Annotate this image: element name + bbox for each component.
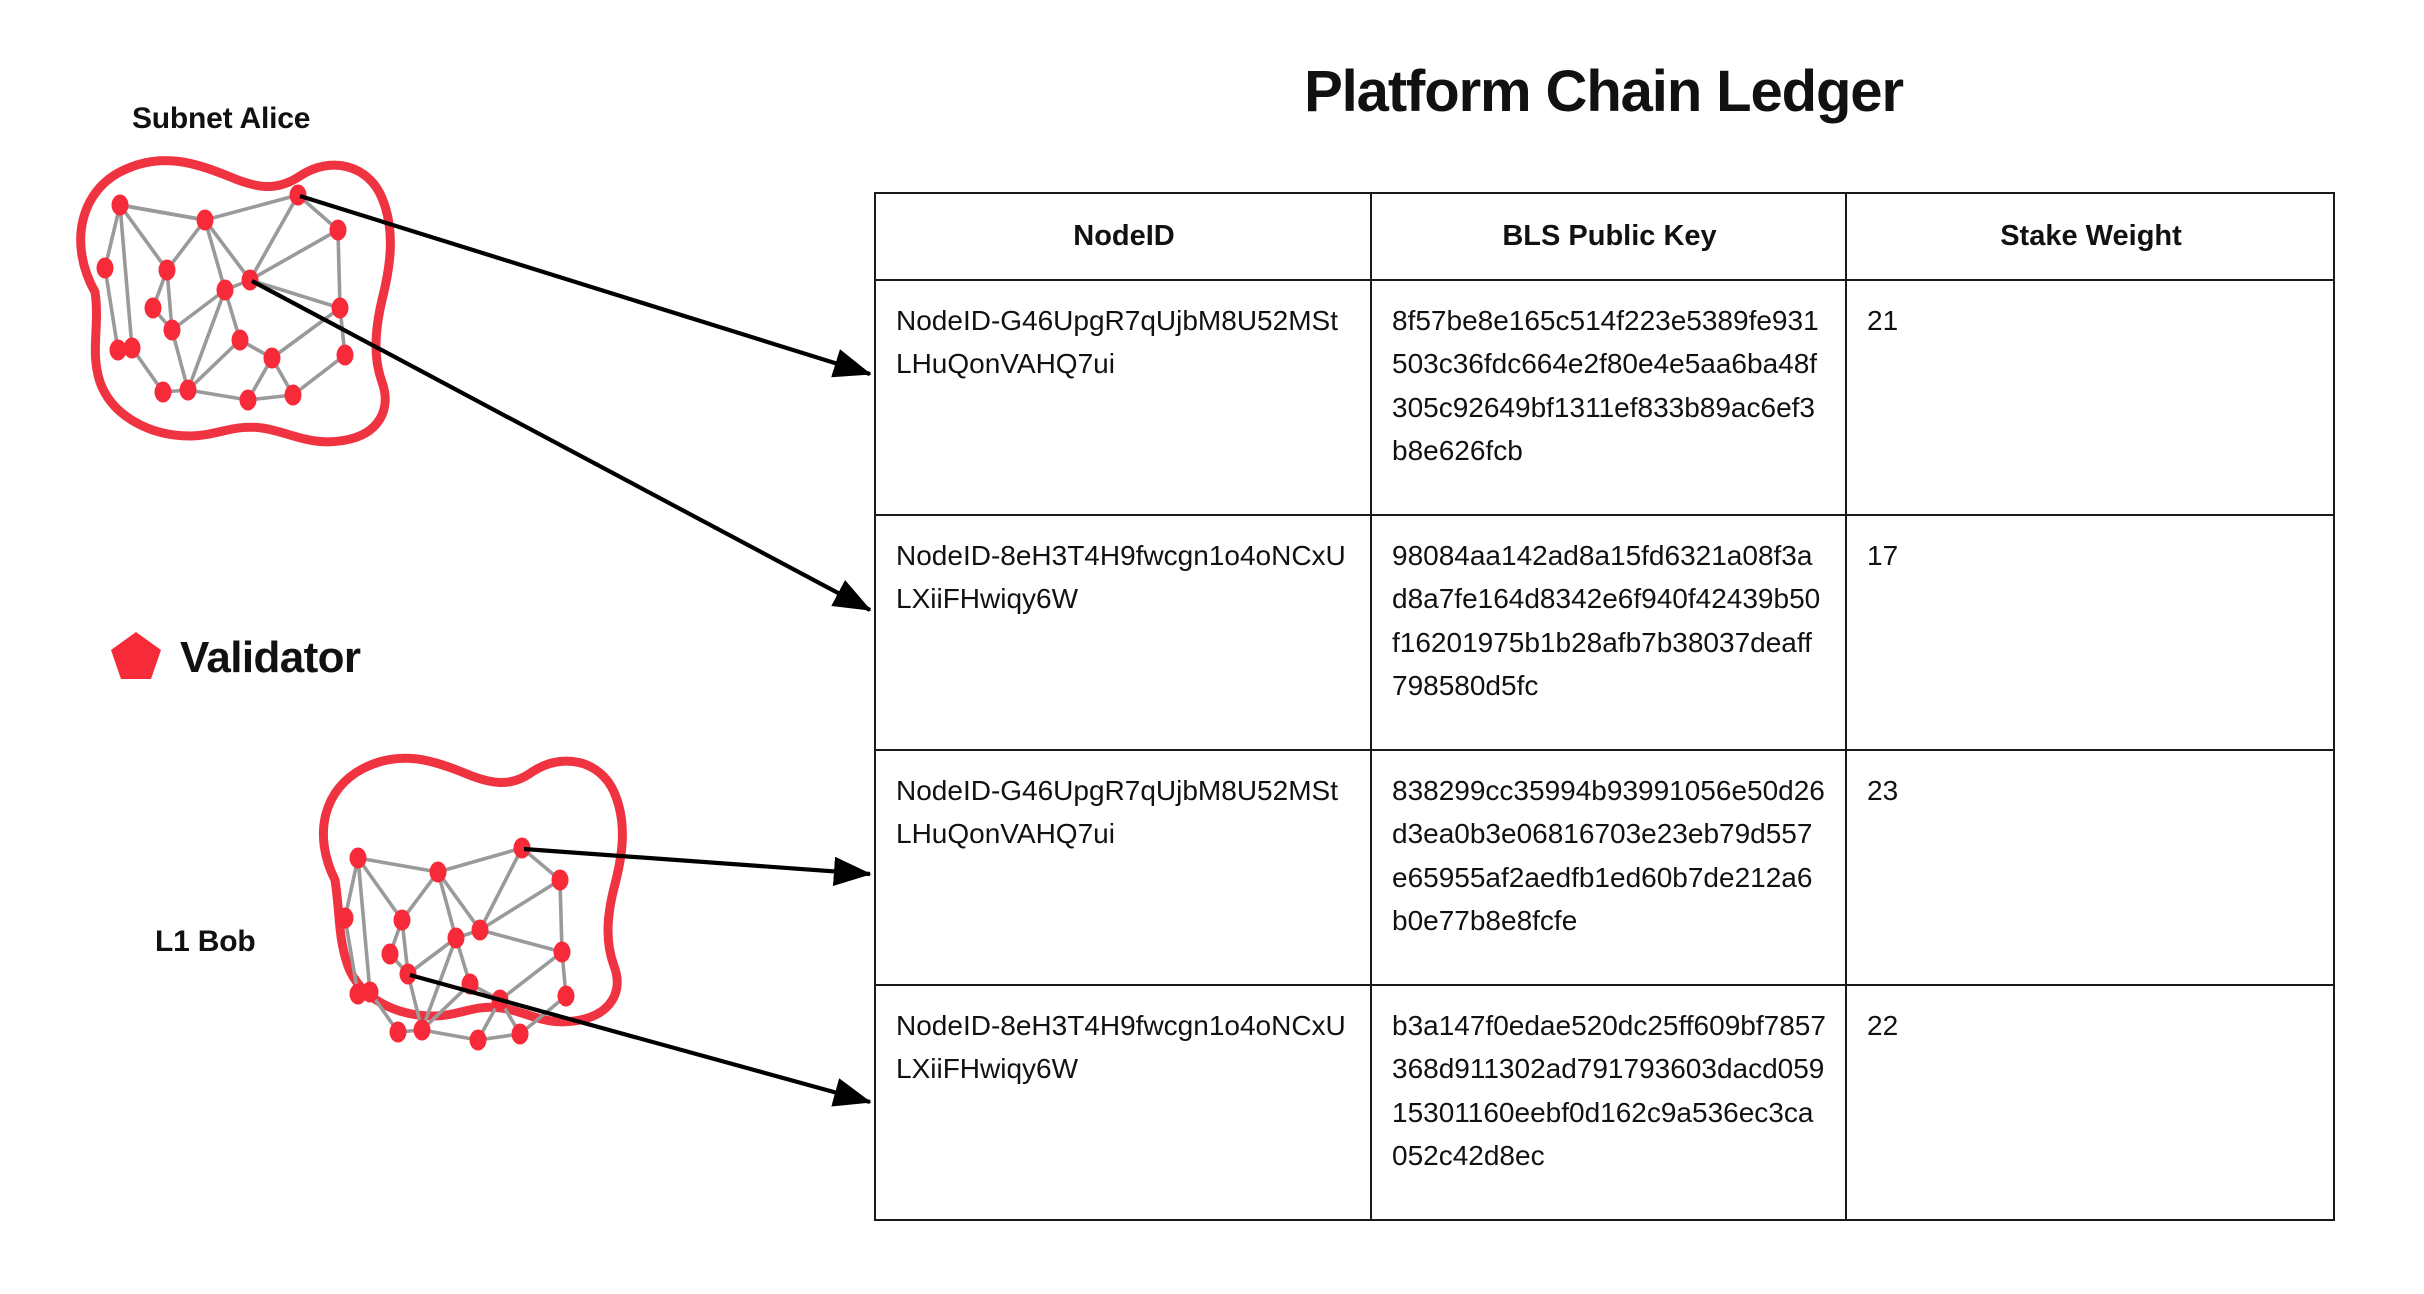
table-row: NodeID-8eH3T4H9fwcgn1o4oNCxULXiiFHwiqy6W… — [874, 983, 2335, 1221]
cell-stake-weight: 23 — [1845, 748, 2335, 986]
arrow-bob-row4 — [409, 972, 872, 1107]
arrow-alice-row2 — [251, 279, 872, 612]
cell-nodeid: NodeID-G46UpgR7qUjbM8U52MStLHuQonVAHQ7ui — [874, 278, 1372, 516]
table-row: NodeID-8eH3T4H9fwcgn1o4oNCxULXiiFHwiqy6W… — [874, 513, 2335, 751]
connector-arrows — [251, 193, 872, 1107]
platform-chain-ledger-table: NodeID BLS Public Key Stake Weight NodeI… — [874, 192, 2335, 1221]
cell-stake-weight: 22 — [1845, 983, 2335, 1221]
group-label-l1-bob: L1 Bob — [155, 925, 256, 958]
network-diagram-svg — [76, 156, 872, 1107]
graph-nodes-l1-bob — [336, 837, 575, 1051]
blob-outline-subnet-alice — [76, 156, 395, 447]
group-subnet-alice — [76, 156, 395, 447]
group-label-subnet-alice: Subnet Alice — [132, 102, 311, 135]
arrow-bob-row3 — [523, 846, 872, 887]
cell-bls-public-key: 8f57be8e165c514f223e5389fe931503c36fdc66… — [1370, 278, 1847, 516]
cell-nodeid: NodeID-8eH3T4H9fwcgn1o4oNCxULXiiFHwiqy6W — [874, 513, 1372, 751]
pentagon-icon — [110, 630, 162, 685]
cell-nodeid: NodeID-G46UpgR7qUjbM8U52MStLHuQonVAHQ7ui — [874, 748, 1372, 986]
cell-stake-weight: 21 — [1845, 278, 2335, 516]
legend-validator-label: Validator — [180, 632, 361, 682]
table-row: NodeID-G46UpgR7qUjbM8U52MStLHuQonVAHQ7ui… — [874, 748, 2335, 986]
column-header-bls-public-key: BLS Public Key — [1370, 192, 1847, 281]
column-header-stake-weight: Stake Weight — [1845, 192, 2335, 281]
diagram-panel: Subnet Alice L1 Bob Validator — [0, 0, 880, 1294]
table-row: NodeID-G46UpgR7qUjbM8U52MStLHuQonVAHQ7ui… — [874, 278, 2335, 516]
page-title: Platform Chain Ledger — [1304, 59, 1904, 124]
cell-bls-public-key: 98084aa142ad8a15fd6321a08f3ad8a7fe164d83… — [1370, 513, 1847, 751]
group-l1-bob — [318, 753, 627, 1051]
cell-bls-public-key: 838299cc35994b93991056e50d26d3ea0b3e0681… — [1370, 748, 1847, 986]
column-header-nodeid: NodeID — [874, 192, 1372, 281]
cell-bls-public-key: b3a147f0edae520dc25ff609bf7857368d911302… — [1370, 983, 1847, 1221]
cell-nodeid: NodeID-8eH3T4H9fwcgn1o4oNCxULXiiFHwiqy6W — [874, 983, 1372, 1221]
cell-stake-weight: 17 — [1845, 513, 2335, 751]
table-header-row: NodeID BLS Public Key Stake Weight — [874, 192, 2335, 281]
arrow-alice-row1 — [299, 193, 872, 378]
legend-validator: Validator — [110, 630, 361, 685]
graph-nodes-subnet-alice — [96, 184, 354, 411]
